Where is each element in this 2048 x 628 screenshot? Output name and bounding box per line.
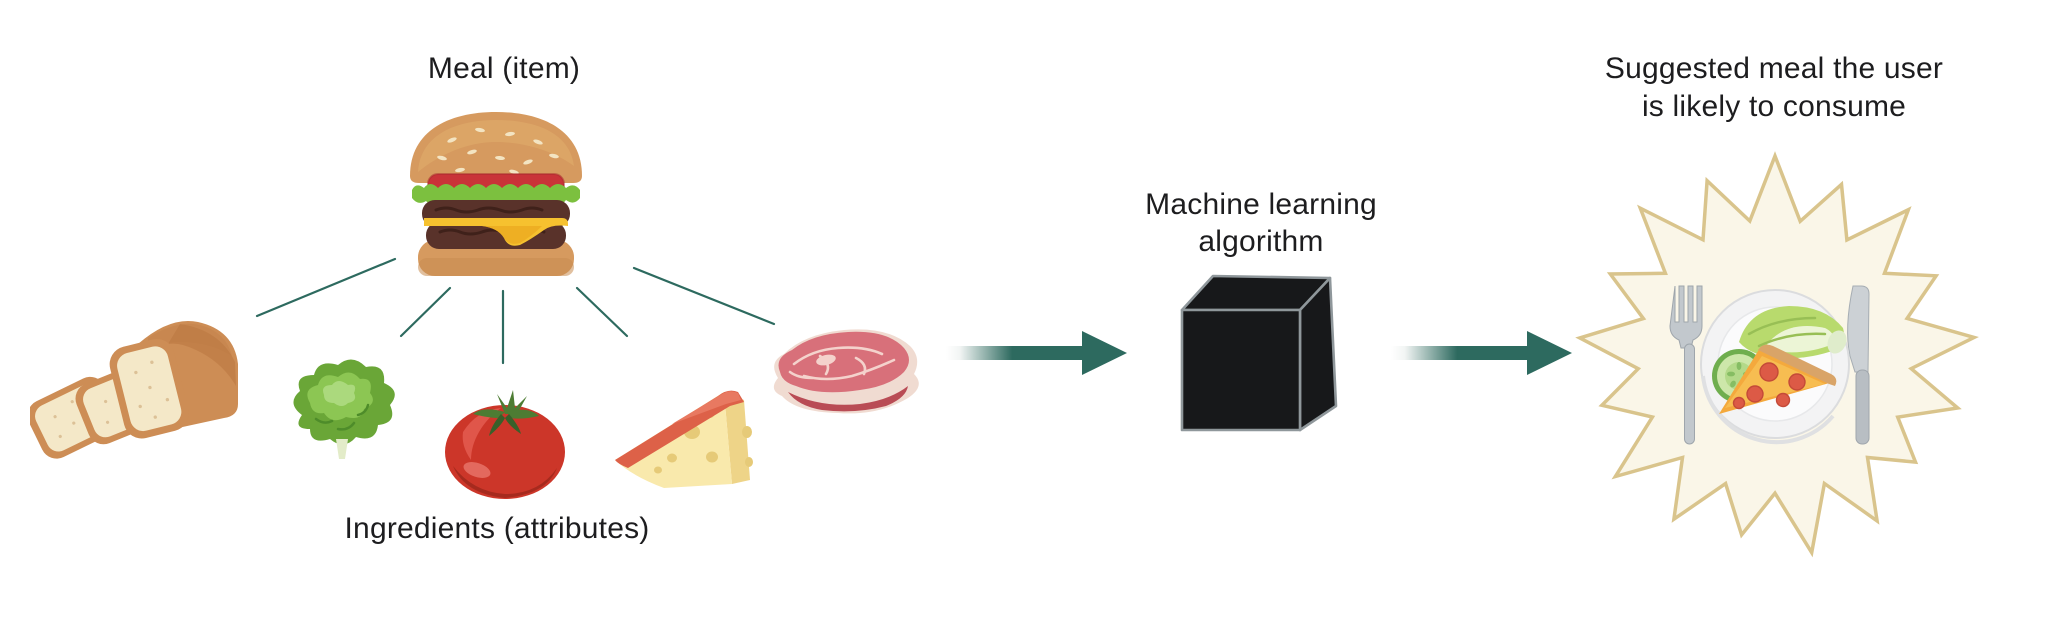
- connector-line-cheese: [575, 286, 629, 338]
- fork-icon: [1669, 285, 1703, 445]
- algorithm-label: Machine learning algorithm: [1145, 186, 1377, 260]
- meal-plate-starburst-icon: [1575, 151, 1979, 558]
- algorithm-label-line1: Machine learning: [1145, 188, 1377, 221]
- cheese-icon: [615, 390, 753, 488]
- connector-line-meat: [632, 266, 776, 326]
- ingredients-label: Ingredients (attributes): [344, 512, 650, 545]
- cube-front-face: [1180, 308, 1302, 432]
- connector-line-lettuce: [399, 286, 452, 338]
- meal-label: Meal (item): [427, 52, 581, 85]
- arrow-right-icon: [1391, 331, 1572, 375]
- hamburger-icon: [410, 112, 582, 276]
- bread-icon: [30, 320, 238, 459]
- output-label-line2: is likely to consume: [1641, 90, 1907, 123]
- black-box-cube-icon: [1180, 274, 1338, 432]
- output-label-line1: Suggested meal the user: [1604, 52, 1944, 85]
- pizza-slice-icon: [1719, 344, 1837, 414]
- arrow-right-icon: [946, 331, 1127, 375]
- output-label: Suggested meal the user is likely to con…: [1605, 50, 1943, 126]
- connector-lines: [255, 257, 776, 365]
- algorithm-label-line2: algorithm: [1198, 225, 1324, 258]
- meat-icon: [773, 329, 919, 414]
- lettuce-icon: [293, 359, 395, 459]
- knife-icon: [1847, 285, 1870, 445]
- connector-line-bread: [255, 257, 397, 318]
- tomato-icon: [445, 390, 565, 499]
